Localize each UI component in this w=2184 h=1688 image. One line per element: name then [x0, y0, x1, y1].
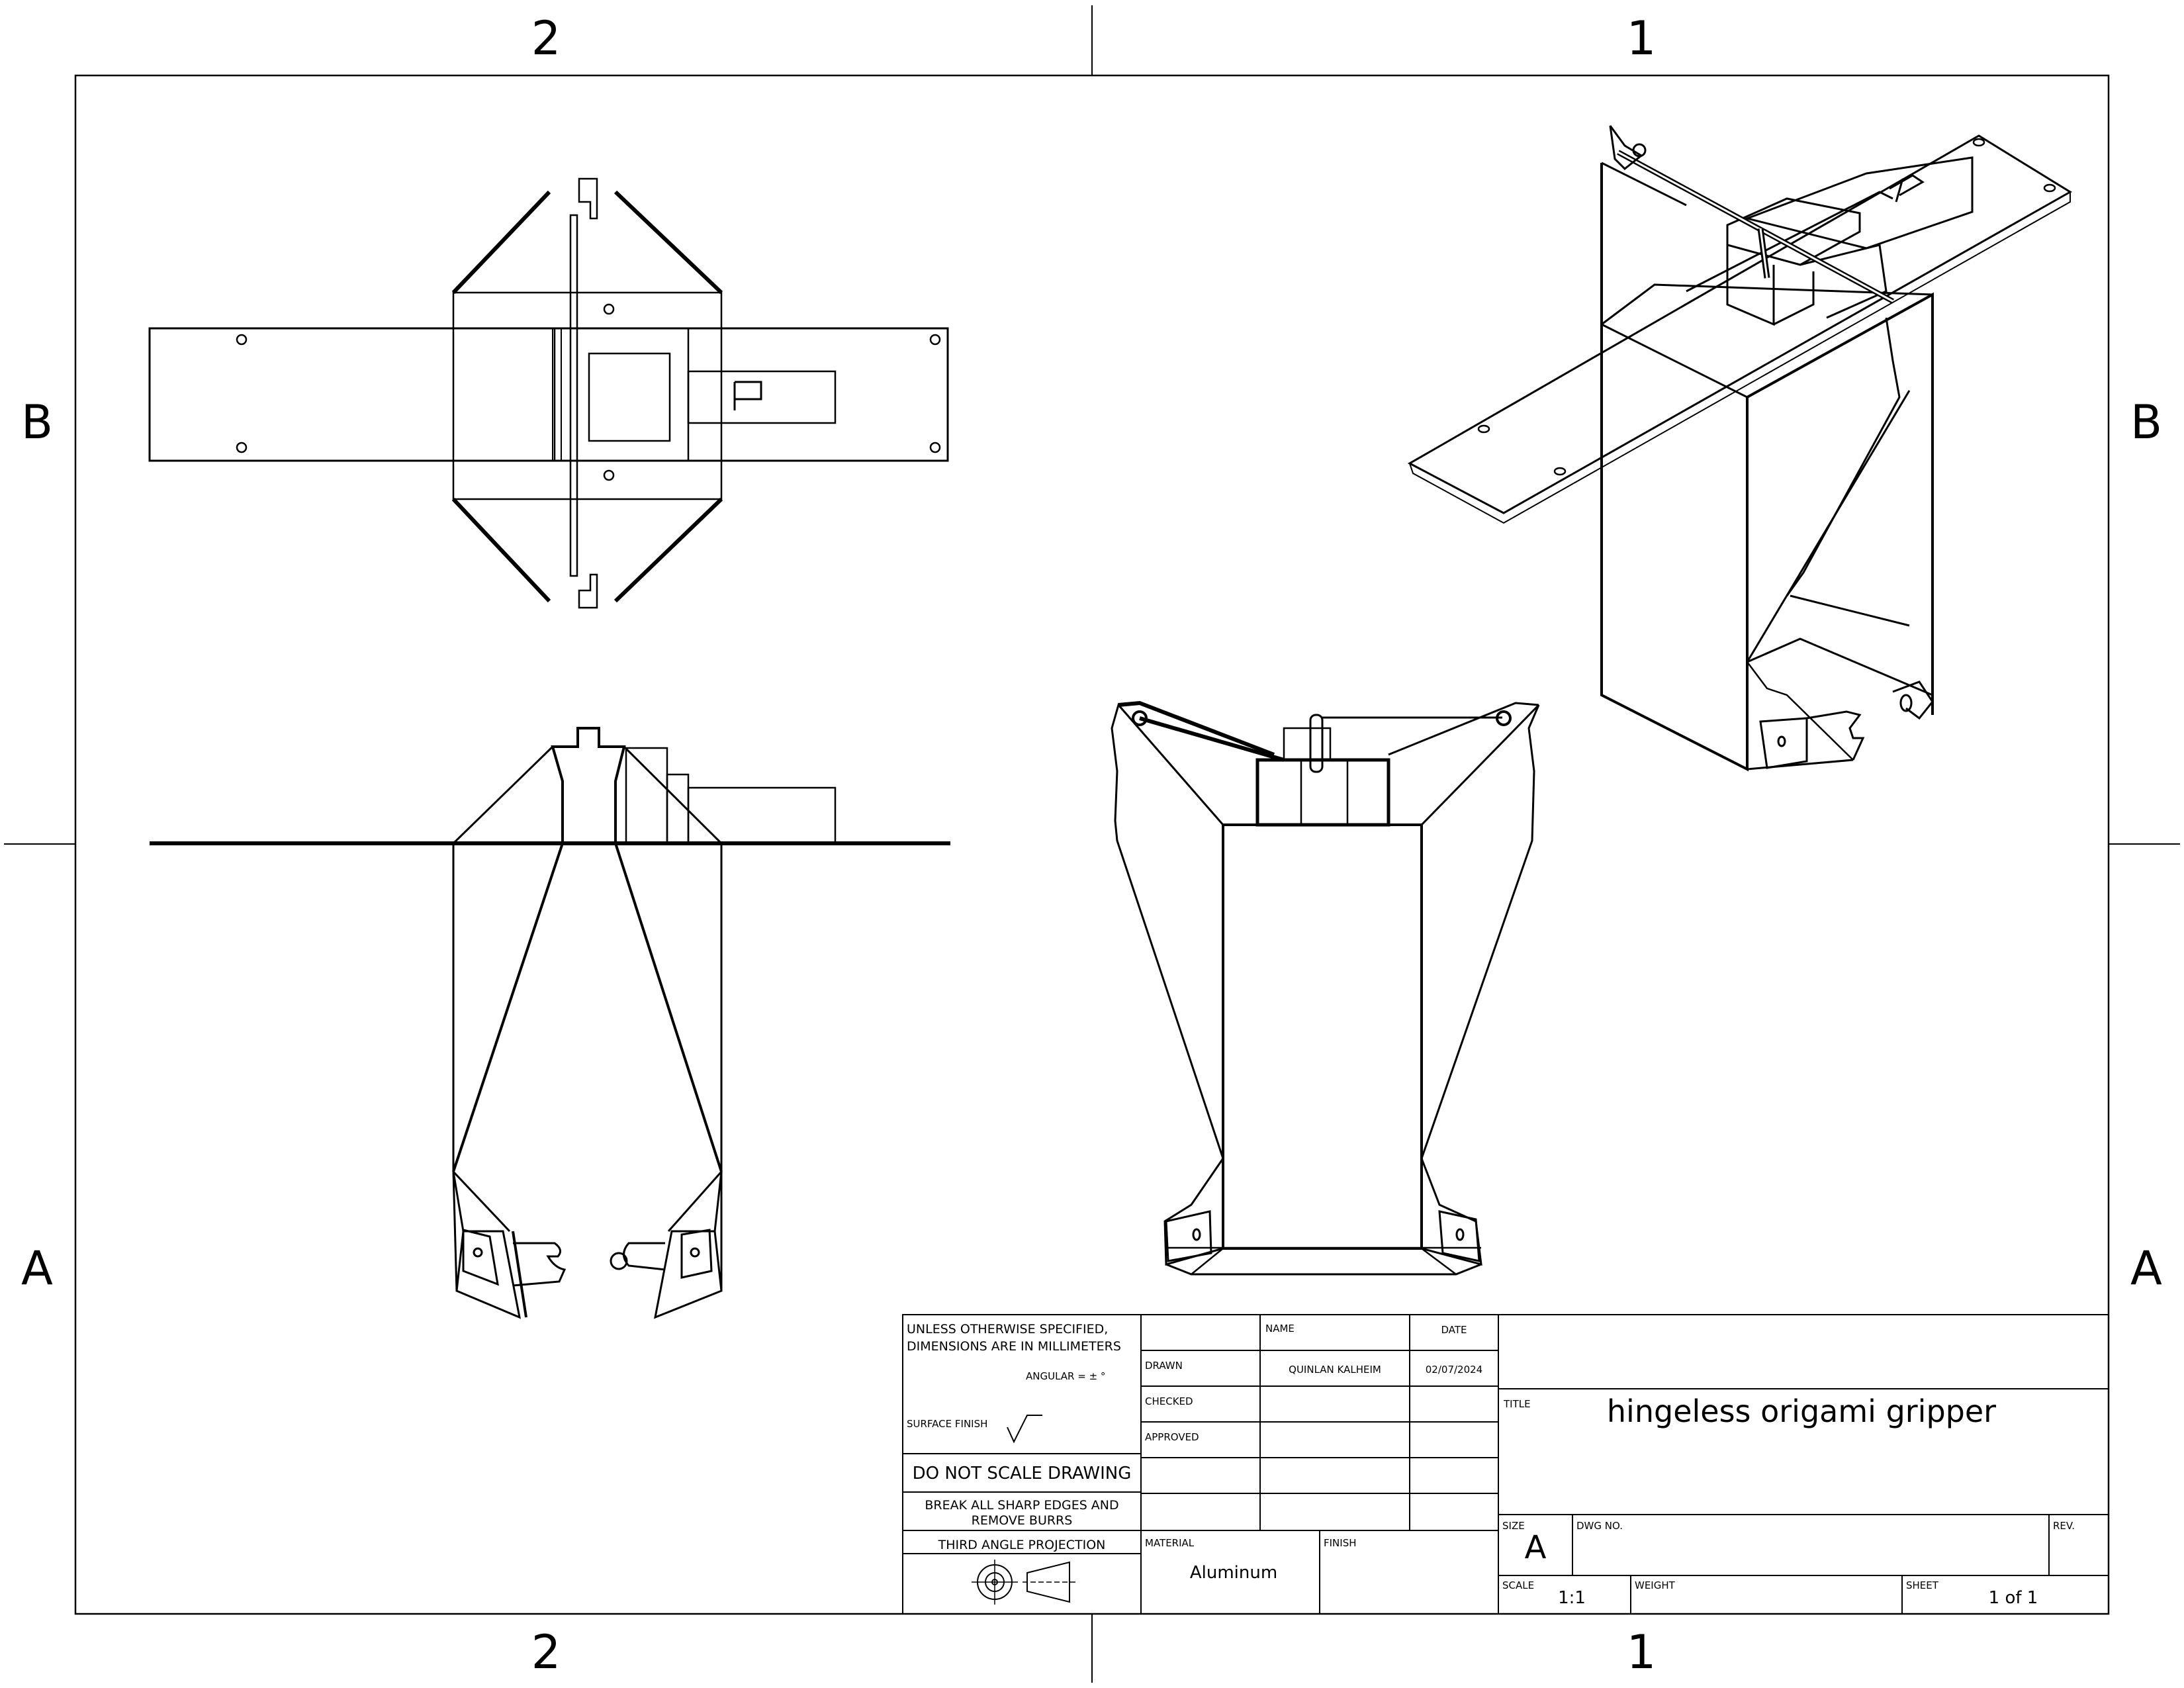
drawn-label: DRAWN: [1145, 1360, 1183, 1372]
zone-right-A: A: [2130, 1241, 2162, 1295]
drawn-date: 02/07/2024: [1426, 1364, 1482, 1376]
zone-right-B: B: [2130, 395, 2162, 449]
drawn-name: QUINLAN KALHEIM: [1289, 1364, 1381, 1376]
checked-label: CHECKED: [1145, 1395, 1193, 1407]
top-view: [148, 177, 949, 609]
zone-left-B: B: [21, 395, 53, 449]
do-not-scale-note: DO NOT SCALE DRAWING: [913, 1464, 1132, 1483]
zone-top-2: 2: [531, 11, 561, 66]
side-view: [1111, 700, 1540, 1276]
zone-bottom-2: 2: [531, 1625, 561, 1679]
scale-value: 1:1: [1558, 1588, 1586, 1608]
zone-left-A: A: [21, 1241, 53, 1295]
title-label: TITLE: [1503, 1398, 1531, 1410]
angular-tolerance: ANGULAR = ± °: [1026, 1370, 1105, 1382]
break-edges-line2: REMOVE BURRS: [972, 1513, 1073, 1528]
scale-label: SCALE: [1502, 1579, 1534, 1591]
approved-label: APPROVED: [1145, 1431, 1199, 1443]
finish-label: FINISH: [1324, 1537, 1357, 1549]
size-label: SIZE: [1502, 1520, 1525, 1532]
break-edges-line1: BREAK ALL SHARP EDGES AND: [925, 1498, 1118, 1513]
title-block-text: UNLESS OTHERWISE SPECIFIED, DIMENSIONS A…: [907, 1322, 2075, 1608]
front-view: [150, 727, 950, 1319]
rev-label: REV.: [2053, 1520, 2075, 1532]
tolerance-note-line1: UNLESS OTHERWISE SPECIFIED,: [907, 1322, 1108, 1336]
date-header: DATE: [1441, 1324, 1467, 1336]
weight-label: WEIGHT: [1635, 1579, 1676, 1591]
material-value: Aluminum: [1190, 1563, 1277, 1583]
isometric-view: [1407, 125, 2072, 772]
dwg-no-label: DWG NO.: [1576, 1520, 1623, 1532]
title-block: [902, 1314, 2109, 1615]
size-value: A: [1525, 1529, 1547, 1566]
tolerance-note-line2: DIMENSIONS ARE IN MILLIMETERS: [907, 1339, 1121, 1354]
drawing-title: hingeless origami gripper: [1607, 1393, 1996, 1429]
sheet-label: SHEET: [1906, 1579, 1939, 1591]
zone-ticks: [4, 5, 2180, 1683]
sheet-value: 1 of 1: [1989, 1588, 2038, 1608]
zone-top-1: 1: [1627, 11, 1657, 66]
zone-bottom-1: 1: [1627, 1625, 1657, 1679]
material-label: MATERIAL: [1145, 1537, 1195, 1549]
surface-finish-label: SURFACE FINISH: [907, 1418, 987, 1430]
name-header: NAME: [1265, 1323, 1295, 1335]
projection-label: THIRD ANGLE PROJECTION: [938, 1538, 1106, 1552]
